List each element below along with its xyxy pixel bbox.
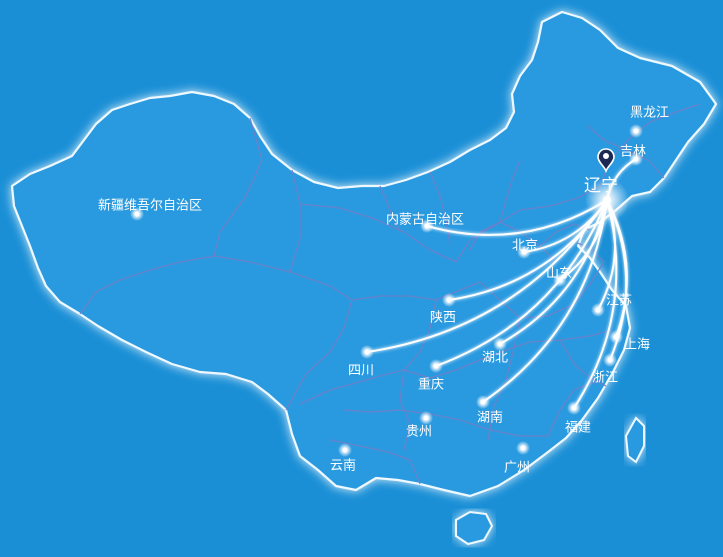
place-label-shanghai: 上海 (624, 338, 650, 353)
place-label-chongqing: 重庆 (418, 377, 444, 393)
map-pin-icon (597, 148, 615, 174)
taiwan-island (624, 416, 645, 464)
place-label-sichuan: 四川 (348, 364, 374, 379)
city-dot-shanghai (613, 334, 619, 340)
city-dot-shandong (557, 277, 563, 283)
place-label-guangxi: 广州 (504, 461, 530, 476)
city-dot-shaanxi (446, 297, 452, 303)
city-dot-heilongjiang (633, 128, 639, 134)
place-label-beijing: 北京 (512, 239, 538, 254)
city-dot-beijing (521, 249, 527, 255)
place-label-heilongjiang: 黑龙江 (630, 106, 669, 121)
city-dot-hubei (497, 341, 503, 347)
place-label-yunnan: 云南 (330, 458, 356, 474)
city-dot-guangxi (520, 445, 526, 451)
place-label-hunan: 湖南 (477, 410, 503, 426)
hainan-island (455, 510, 494, 546)
city-dot-jiangsu (595, 307, 601, 313)
city-dot-chongqing (433, 363, 439, 369)
place-label-xinjiang: 新疆维吾尔自治区 (98, 198, 202, 214)
place-label-jilin: 吉林 (620, 145, 646, 160)
place-label-shandong: 山东 (546, 267, 572, 282)
city-dot-fujian (571, 405, 577, 411)
route-line-fujian (573, 199, 618, 409)
route-line-chongqing (435, 199, 608, 367)
city-dot-sichuan (364, 349, 370, 355)
hub-dot (603, 196, 611, 204)
place-label-neimenggu: 内蒙古自治区 (386, 212, 464, 228)
hub-label: 辽宁 (584, 176, 618, 196)
city-dots (130, 124, 643, 457)
route-line-hubei (499, 199, 608, 345)
place-label-hubei: 湖北 (482, 351, 508, 366)
place-label-jiangsu: 江苏 (606, 293, 632, 309)
route-line-hunan (482, 199, 608, 403)
place-label-guizhou: 贵州 (406, 425, 432, 440)
china-outline (10, 10, 718, 498)
hub-marker: 辽宁 (584, 148, 629, 222)
city-dot-xinjiang (134, 211, 140, 217)
route-line-sichuan (366, 199, 608, 353)
place-label-fujian: 福建 (565, 421, 591, 436)
place-label-zhejiang: 浙江 (592, 371, 618, 386)
city-dot-hunan (480, 399, 486, 405)
place-label-shaanxi: 陕西 (430, 311, 456, 326)
city-dot-neimenggu (424, 223, 430, 229)
route-line-neimenggu (426, 199, 608, 236)
city-dot-yunnan (342, 447, 348, 453)
city-dot-jilin (633, 156, 639, 162)
city-dot-guizhou (423, 415, 429, 421)
city-dot-zhejiang (607, 357, 613, 363)
